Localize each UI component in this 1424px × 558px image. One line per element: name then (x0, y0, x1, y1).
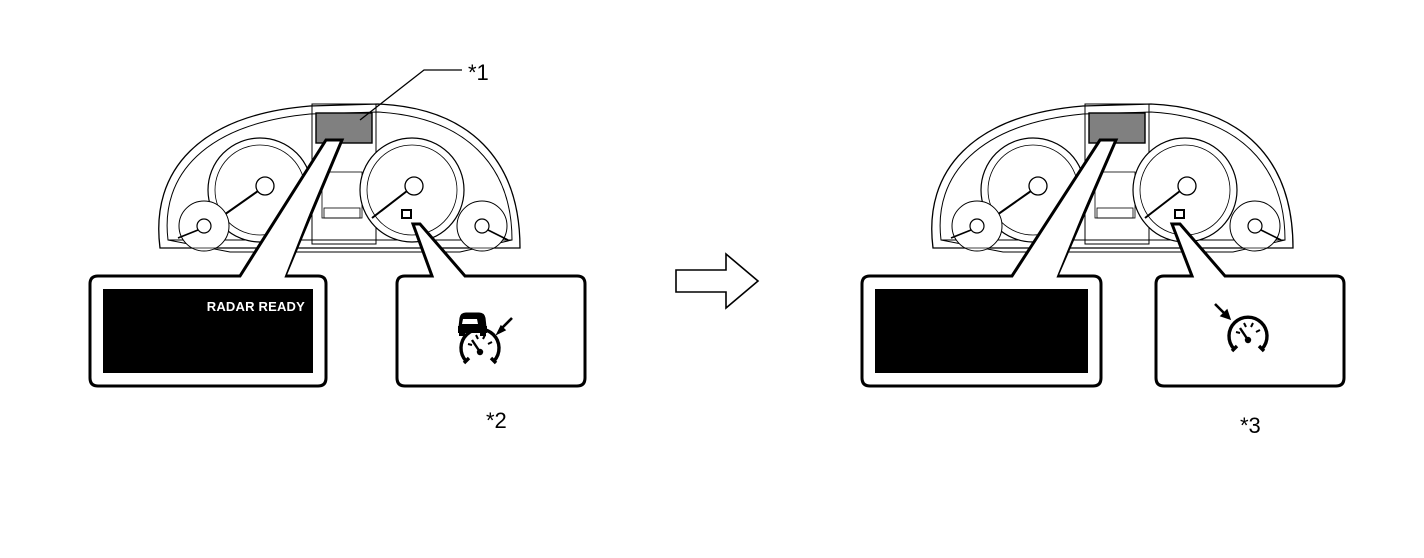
display-callout-left: RADAR READY (88, 138, 345, 388)
callout-label-3: *3 (1240, 413, 1261, 438)
callout-label-1: *1 (468, 60, 489, 85)
arrow-right-icon (675, 252, 760, 310)
cruise-control-icon (1214, 303, 1269, 353)
left-state: *1 RADAR READY (88, 60, 587, 433)
display-message-left: RADAR READY (207, 299, 305, 314)
multi-information-display-left (103, 289, 313, 373)
callout-label-2: *2 (486, 408, 507, 433)
indicator-callout-right (1154, 222, 1346, 388)
indicator-callout-left (395, 222, 587, 388)
instrument-cluster-left (157, 103, 521, 253)
display-callout-right (860, 138, 1119, 388)
radar-cruise-control-icon (458, 312, 513, 365)
right-state: *3 (860, 103, 1346, 438)
multi-information-display-right (875, 289, 1088, 373)
instrument-cluster-right (930, 103, 1294, 253)
callout-leader-1 (359, 69, 462, 121)
